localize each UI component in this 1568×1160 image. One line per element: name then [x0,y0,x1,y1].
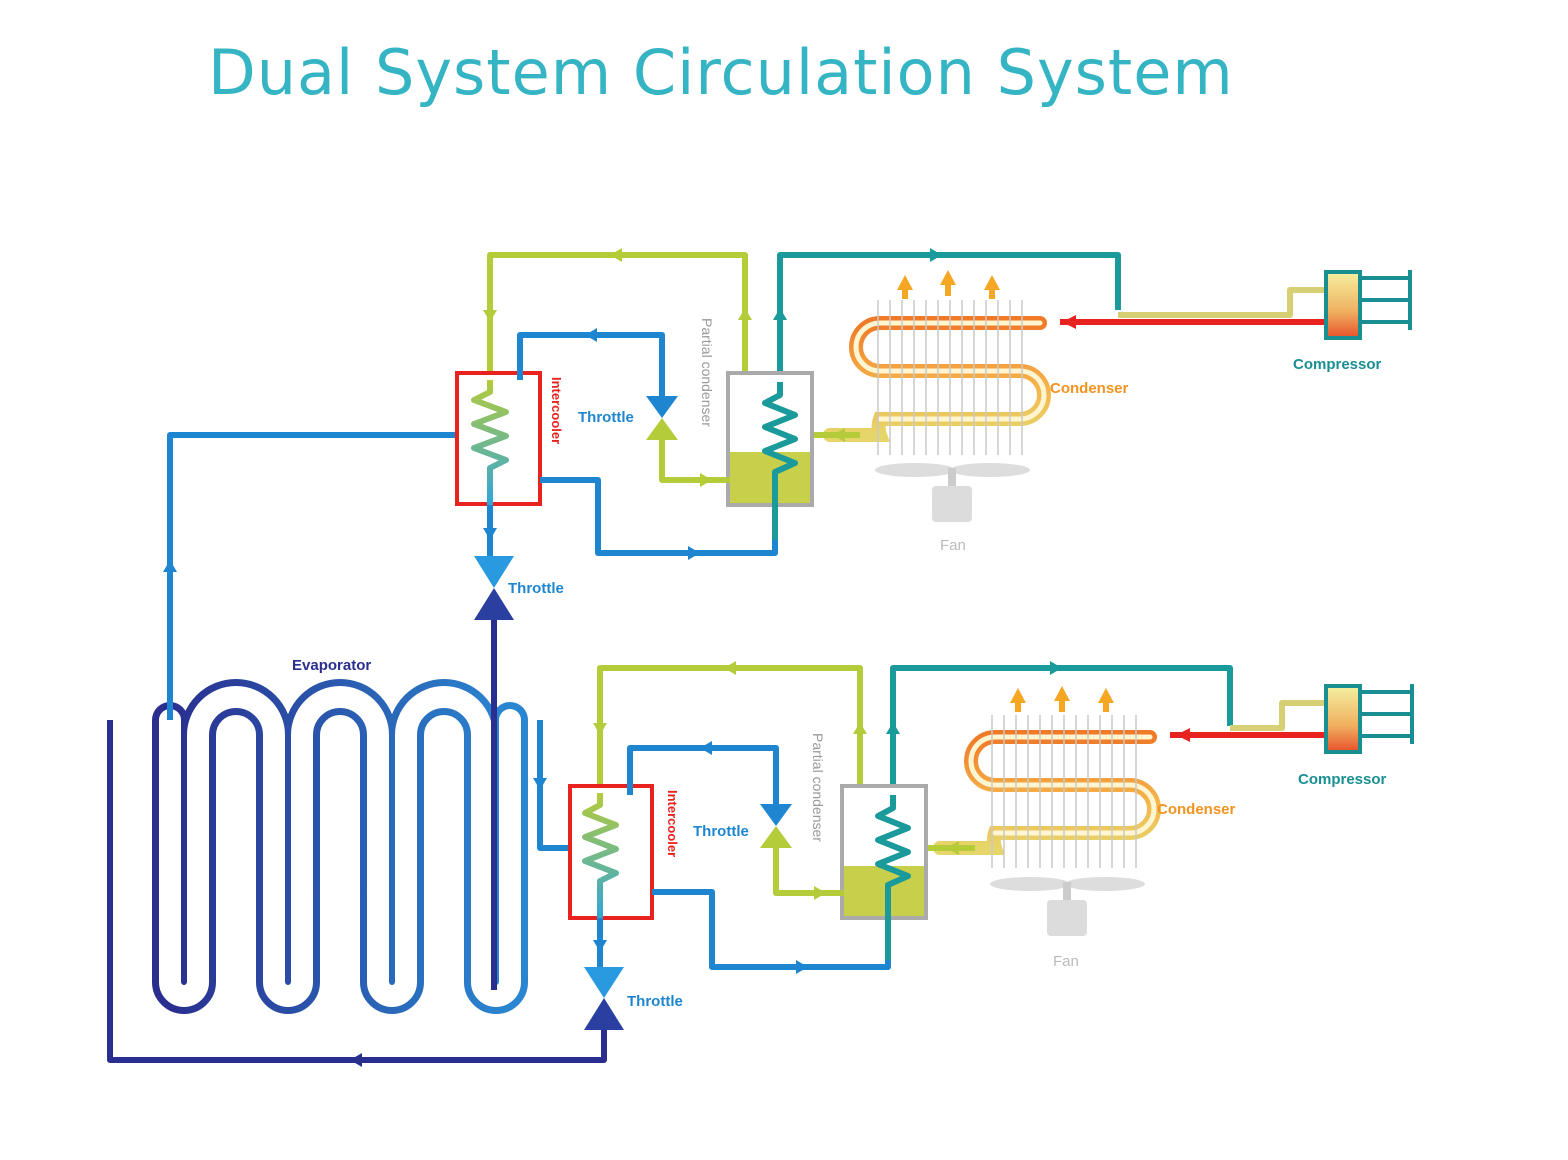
arrow-icon [593,723,607,735]
lower-partial-condenser [840,784,928,965]
arrow-icon [350,1053,362,1067]
throttle-valve-icon [584,967,624,1030]
arrow-icon [814,886,826,900]
upper-intercooler-label: Intercooler [549,377,564,444]
arrow-icon [533,778,547,790]
upper-intercooler-outlet-line [540,477,778,556]
arrow-icon [700,473,712,487]
upper-compressor-label: Compressor [1293,356,1382,373]
lower-compressor-label: Compressor [1298,771,1387,788]
arrow-icon [483,310,497,322]
evaporator-coil [152,679,528,1014]
upper-fan-label: Fan [940,537,966,554]
lower-small-throttle-label: Throttle [693,823,749,840]
upper-intercooler [455,371,542,510]
lower-intercooler [568,784,654,925]
throttle-valve-icon [646,396,678,440]
lower-intercooler-outlet-line [652,889,891,970]
upper-condenser-label: Condenser [1050,380,1129,397]
upper-partial-condenser-label: Partial condenser [699,318,715,427]
lower-intercooler-label: Intercooler [665,790,680,857]
fan-icon [875,463,1030,522]
throttle-valve-icon [474,556,514,620]
lower-condenser-fins [991,715,1137,868]
lower-fan-label: Fan [1053,953,1079,970]
throttle-valve-icon [760,804,792,848]
arrow-icon [773,308,787,320]
upper-partial-condenser [726,371,814,540]
lower-yellow-liquid-line [773,848,844,896]
heat-rise-icon [1010,686,1114,712]
arrow-icon [930,248,942,262]
evaporator-label: Evaporator [292,657,371,674]
heat-rise-icon [897,270,1000,299]
upper-system: Condenser Fan Compressor Partial condens… [455,248,1412,620]
arrow-icon [688,546,700,560]
arrow-icon [853,722,867,734]
arrow-icon [724,661,736,675]
evaporator-to-lower-intercooler-line [537,720,570,851]
upper-condenser-coil [823,316,1051,442]
upper-discharge-line [1118,287,1325,318]
arrow-icon [163,560,177,572]
arrow-icon [886,722,900,734]
lower-discharge-line [1230,700,1325,731]
arrow-icon [700,741,712,755]
compressor-icon [1324,270,1412,340]
upper-main-throttle-label: Throttle [508,580,564,597]
arrow-icon [1176,728,1190,742]
lower-condenser-coil [933,730,1161,855]
upper-small-throttle-label: Throttle [578,409,634,426]
lower-system: Condenser Fan Compressor Partial condens… [568,661,1414,1030]
lower-condenser-label: Condenser [1157,801,1236,818]
arrow-icon [1062,315,1076,329]
upper-yellow-liquid-line [659,440,730,483]
arrow-icon [610,248,622,262]
compressor-icon [1324,684,1414,754]
evaporator-return-line [167,432,455,720]
arrow-icon [585,328,597,342]
lower-main-throttle-label: Throttle [627,993,683,1010]
arrow-icon [796,960,808,974]
arrow-icon [593,940,607,952]
arrow-icon [483,528,497,540]
arrow-icon [738,308,752,320]
arrow-icon [1050,661,1062,675]
lower-partial-condenser-label: Partial condenser [810,733,826,842]
arrow-icon [832,428,845,442]
arrow-icon [946,841,959,855]
page-title: Dual System Circulation System [208,36,1234,109]
upper-condenser-fins [877,300,1023,455]
fan-icon [990,877,1145,936]
